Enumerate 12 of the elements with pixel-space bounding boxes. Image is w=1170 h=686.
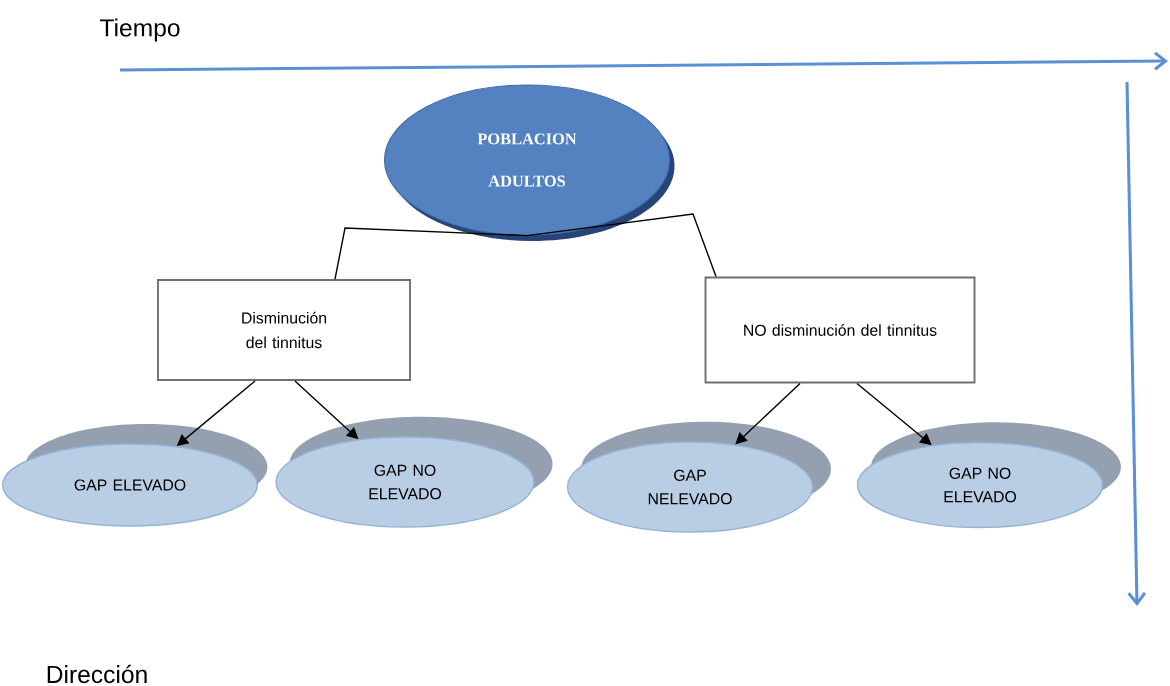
- connector: [334, 227, 528, 280]
- axis-label: Dirección: [47, 664, 147, 684]
- ellipse-node: GAP NO ELEVADO: [856, 422, 1121, 529]
- process-box: Disminución del tinnitus: [157, 279, 411, 381]
- ellipse-node: GAP ELEVADO: [2, 423, 268, 527]
- process-box: NO disminución del tinnitus: [704, 276, 976, 384]
- ellipse-node: POBLACION ADULTOS: [383, 84, 675, 241]
- connector: [735, 382, 801, 445]
- ellipse-node: GAP NO ELEVADO: [275, 416, 553, 528]
- axis-label: Tiempo: [100, 18, 180, 42]
- connector: [526, 213, 717, 278]
- ellipse-node: GAP NELEVADO: [566, 421, 831, 533]
